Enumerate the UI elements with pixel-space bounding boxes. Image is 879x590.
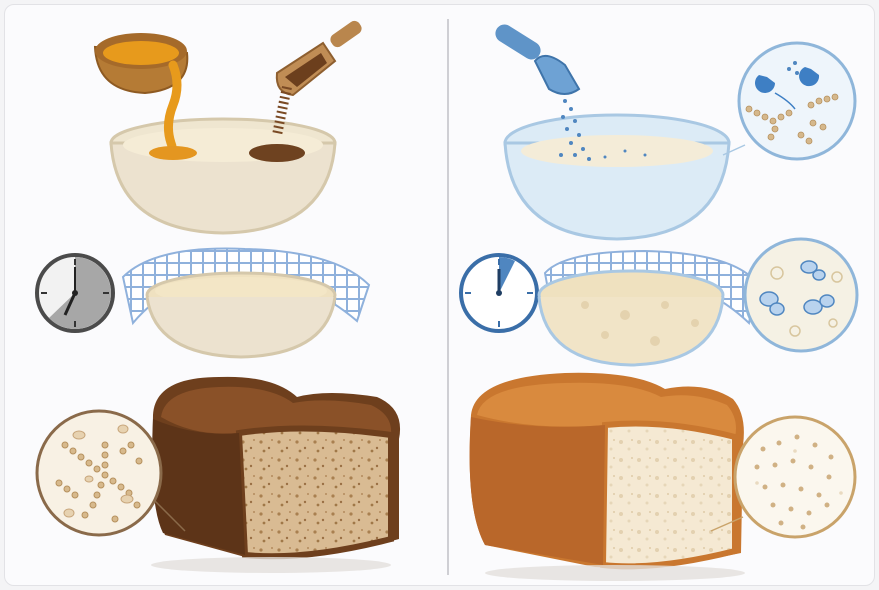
rising-bowl-right bbox=[539, 251, 757, 365]
mixing-bowl-left bbox=[111, 119, 335, 233]
left-panel bbox=[37, 19, 400, 573]
illustration-canvas bbox=[5, 5, 875, 586]
rising-bowl-left bbox=[123, 249, 369, 357]
airy-loaf bbox=[470, 373, 745, 581]
figure-frame bbox=[4, 4, 875, 586]
mixing-bowl-right bbox=[505, 115, 729, 239]
bubble-inset bbox=[745, 239, 857, 351]
clock-icon-fast bbox=[461, 255, 537, 331]
right-panel bbox=[461, 21, 857, 581]
dense-loaf bbox=[151, 377, 400, 573]
clock-icon-slow bbox=[37, 255, 113, 331]
enzyme-inset bbox=[723, 43, 855, 159]
